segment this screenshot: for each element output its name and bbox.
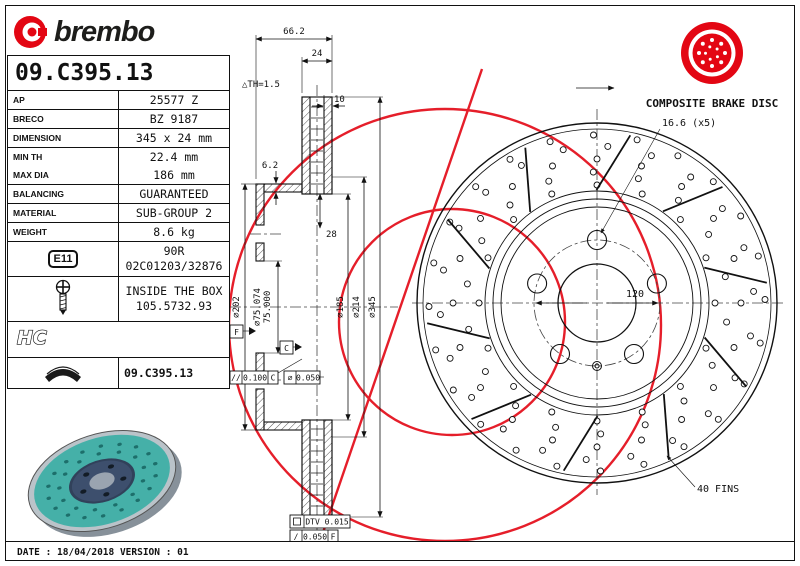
spec-label: BALANCING bbox=[7, 184, 119, 204]
spec-label: BRECO bbox=[7, 109, 119, 129]
tolerance-frames: // 0.100 C ⌀ 0.050 C F DTV 0.015 / 0 bbox=[230, 324, 351, 542]
brembo-watermark bbox=[230, 68, 663, 541]
pad-row: 09.C395.13 bbox=[7, 356, 230, 389]
parallelism-datum: C bbox=[271, 374, 276, 383]
parallelism-symbol: // bbox=[231, 374, 241, 383]
spec-value: GUARANTEED bbox=[118, 184, 230, 204]
disc-photo-drill-dots bbox=[46, 442, 158, 520]
spec-table: 09.C395.13 AP 25577 Z BRECO BZ 9187 DIME… bbox=[7, 55, 230, 389]
pad-part-number: 09.C395.13 bbox=[118, 356, 230, 389]
spec-row: BRECO BZ 9187 bbox=[7, 109, 230, 129]
brake-pad-icon bbox=[45, 366, 81, 382]
dim-dia-345: ⌀345 bbox=[368, 296, 378, 318]
cross-section-view bbox=[255, 96, 333, 518]
dim-bolt-circle: 120 bbox=[626, 289, 644, 300]
datum-c-triangle bbox=[295, 343, 302, 351]
spec-panel: brembo 09.C395.13 AP 25577 Z BRECO BZ 91… bbox=[7, 7, 230, 389]
inside-box-row: INSIDE THE BOX 105.5732.93 bbox=[7, 275, 230, 322]
datum-f-label: F bbox=[234, 328, 239, 337]
position-symbol: ⌀ bbox=[288, 374, 293, 383]
product-type: COMPOSITE BRAKE DISC bbox=[646, 97, 778, 110]
composite-disc-badge-icon bbox=[681, 22, 743, 84]
homologation-standard: 90R bbox=[163, 244, 185, 258]
part-number-row: 09.C395.13 bbox=[7, 55, 230, 91]
spec-value: 8.6 kg bbox=[118, 222, 230, 242]
datum-f-triangle bbox=[249, 327, 256, 335]
dim-10: 10 bbox=[334, 95, 345, 105]
spec-row: DIMENSION 345 x 24 mm bbox=[7, 128, 230, 148]
spec-label: WEIGHT bbox=[7, 222, 119, 242]
front-view-labels: 16.6 (x5) 120 40 FINS bbox=[535, 85, 739, 495]
spec-row: BALANCING GUARANTEED bbox=[7, 184, 230, 204]
badge-drill-dots bbox=[697, 38, 727, 68]
spec-label: AP bbox=[7, 90, 119, 110]
hc-logo: HC bbox=[16, 326, 47, 349]
position-value: 0.050 bbox=[296, 374, 320, 383]
slots bbox=[426, 134, 768, 472]
front-view bbox=[416, 122, 778, 484]
dtv-value: DTV 0.015 bbox=[305, 518, 349, 527]
inside-box-label: INSIDE THE BOX bbox=[125, 283, 223, 298]
brand-header: brembo bbox=[7, 7, 230, 55]
fins-label: 40 FINS bbox=[697, 484, 739, 495]
inside-box-part: 105.5732.93 bbox=[135, 298, 213, 313]
dim-dia-75-max: ⌀75.074 bbox=[253, 288, 263, 326]
parallelism-value: 0.100 bbox=[243, 374, 267, 383]
footer-divider bbox=[5, 541, 795, 542]
footer-note: DATE : 18/04/2018 VERSION : 01 bbox=[17, 547, 189, 558]
spec-row: MAX DIA 186 mm bbox=[7, 166, 230, 185]
spec-label: MIN TH bbox=[7, 147, 119, 166]
spec-value: BZ 9187 bbox=[118, 109, 230, 129]
dim-dia-185: ⌀185 bbox=[336, 296, 346, 318]
runout-datum: F bbox=[331, 533, 336, 542]
screw-icon bbox=[55, 279, 71, 315]
spec-label: DIMENSION bbox=[7, 128, 119, 148]
datum-c-label: C bbox=[284, 344, 289, 353]
spec-label: MAX DIA bbox=[7, 166, 119, 185]
hc-row: HC bbox=[7, 320, 230, 358]
spec-row: MIN TH 22.4 mm bbox=[7, 147, 230, 166]
dim-dia-202: ⌀202 bbox=[232, 296, 242, 318]
spec-value: 345 x 24 mm bbox=[118, 128, 230, 148]
dim-min-thickness-note: △TH=1.5 bbox=[242, 80, 280, 90]
dim-28: 28 bbox=[326, 230, 337, 240]
dim-thickness: 24 bbox=[312, 49, 323, 59]
brembo-logo-icon bbox=[14, 16, 47, 48]
spec-row: AP 25577 Z bbox=[7, 90, 230, 110]
spec-value: SUB-GROUP 2 bbox=[118, 203, 230, 223]
cross-section-dimensions: 66.2 24 △TH=1.5 10 6.2 28 ⌀202 ⌀75.074 7… bbox=[232, 27, 383, 518]
runout-value: 0.050 bbox=[303, 533, 327, 542]
dim-6-2: 6.2 bbox=[262, 161, 278, 171]
drill-holes bbox=[425, 131, 769, 475]
spec-value: 22.4 mm bbox=[118, 147, 230, 166]
technical-drawing: 66.2 24 △TH=1.5 10 6.2 28 ⌀202 ⌀75.074 7… bbox=[230, 22, 786, 542]
spec-value: 25577 Z bbox=[118, 90, 230, 110]
part-number: 09.C395.13 bbox=[15, 60, 154, 86]
spec-row: MATERIAL SUB-GROUP 2 bbox=[7, 203, 230, 223]
spec-value: 186 mm bbox=[118, 166, 230, 185]
dim-bolt-holes: 16.6 (x5) bbox=[662, 118, 716, 129]
homologation-row: E11 90R 02C01203/32876 bbox=[7, 241, 230, 277]
e11-badge: E11 bbox=[47, 249, 79, 268]
dim-dia-214: ⌀214 bbox=[352, 296, 362, 318]
spec-row: WEIGHT 8.6 kg bbox=[7, 222, 230, 242]
runout-symbol: / bbox=[294, 533, 299, 542]
vent-fins bbox=[311, 106, 323, 507]
svg-text:HC: HC bbox=[17, 327, 47, 349]
spec-label: MATERIAL bbox=[7, 203, 119, 223]
homologation-number: 02C01203/32876 bbox=[125, 258, 223, 273]
dim-total-width: 66.2 bbox=[283, 27, 305, 37]
brand-name: brembo bbox=[54, 15, 155, 48]
dim-dia-75-min: 75.000 bbox=[263, 291, 273, 324]
disc-photo bbox=[27, 430, 182, 537]
